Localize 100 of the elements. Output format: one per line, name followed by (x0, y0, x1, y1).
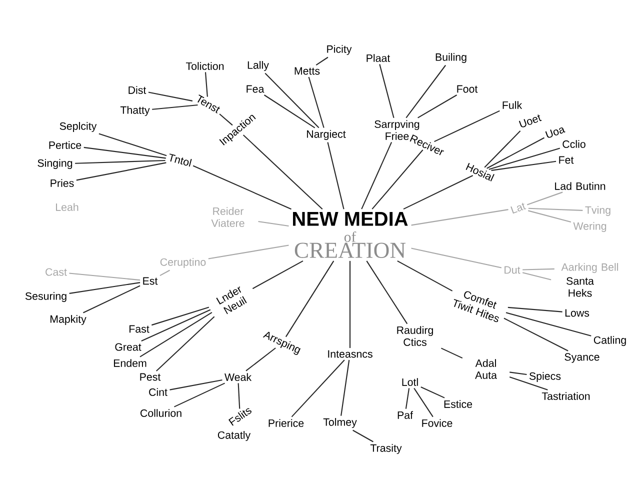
branch-line (84, 146, 166, 159)
branch-line (510, 372, 527, 376)
topic-label: Reider Viatere (211, 207, 244, 227)
branch-line (69, 282, 140, 294)
branch-line (372, 150, 424, 210)
branch-line (75, 160, 166, 164)
central-topic: NEW MEDIA of CREATION (293, 212, 408, 258)
topic-label: Endem (114, 359, 146, 367)
topic-label: Thatty (120, 106, 150, 116)
branch-line (486, 137, 545, 169)
topic-label: Uoa (545, 128, 566, 138)
topic-label: Fea (246, 85, 264, 93)
branch-line (152, 104, 198, 110)
branch-line (208, 244, 289, 260)
branch-line (69, 272, 140, 281)
branch-line (170, 379, 222, 390)
topic-label: Tntol (169, 154, 192, 167)
topic-label: Dut (504, 266, 520, 274)
topic-label: Pest (140, 373, 161, 381)
topic-label: Fovice (422, 419, 452, 427)
topic-label: Inteasncs (328, 350, 372, 358)
topic-label: Cclio (562, 140, 586, 148)
branch-line (327, 142, 344, 210)
topic-label: Adal Auta (475, 359, 497, 379)
branch-line (219, 114, 233, 126)
branch-line (406, 64, 446, 118)
topic-label: Great (115, 343, 142, 351)
branch-line (141, 309, 211, 342)
branch-line (156, 316, 215, 372)
branch-line (192, 165, 292, 210)
branch-line (291, 360, 345, 418)
branch-line (504, 318, 568, 352)
topic-label: Seplcity (60, 122, 97, 132)
branch-line (285, 260, 334, 338)
topic-label: Syance (564, 353, 600, 363)
branch-line (434, 110, 500, 142)
branch-line (522, 268, 554, 270)
branch-line (484, 130, 521, 168)
topic-label: Paf (398, 411, 413, 419)
branch-line (488, 148, 560, 170)
topic-label: Pertice (49, 141, 82, 149)
branch-line (316, 56, 328, 66)
branch-line (148, 92, 193, 102)
branch-line (308, 76, 324, 128)
branch-line (420, 386, 445, 398)
topic-label: Santa Heks (566, 277, 594, 297)
topic-label: Lally (248, 61, 269, 71)
topic-label: Nargiect (307, 130, 346, 140)
topic-label: Toliction (186, 62, 224, 70)
branch-line (509, 376, 548, 390)
topic-label: Leah (56, 203, 78, 211)
topic-label: Pries (50, 179, 74, 187)
topic-label: Metts (294, 67, 320, 75)
branch-line (83, 285, 140, 314)
branch-line (349, 260, 351, 348)
branch-line (491, 160, 556, 171)
topic-label: Fet (559, 156, 574, 164)
branch-line (151, 306, 210, 326)
topic-label: Lad Butinn (555, 182, 606, 190)
branch-line (508, 306, 562, 312)
branch-line (340, 360, 350, 416)
topic-label: Prierice (268, 419, 304, 427)
topic-label: Aarking Bell (561, 263, 618, 273)
branch-line (414, 388, 434, 418)
topic-label: Spiecs (529, 372, 561, 382)
topic-label: Lotl (402, 378, 418, 386)
branch-line (258, 220, 289, 226)
branch-line (418, 94, 458, 118)
topic-label: Trasity (370, 444, 402, 454)
topic-label: Fslits (228, 408, 252, 426)
topic-label: Tastriation (542, 392, 590, 400)
topic-label: Collurion (140, 409, 182, 417)
topic-label: Cast (46, 268, 67, 276)
topic-label: Fulk (502, 101, 522, 109)
branch-line (252, 260, 304, 290)
branch-line (379, 64, 394, 118)
topic-label: Raudirg Ctics (397, 326, 433, 346)
topic-label: Mapkity (50, 315, 86, 325)
branch-line (522, 272, 552, 280)
topic-label: Est (143, 277, 158, 285)
topic-label: Catatly (218, 431, 251, 441)
topic-label: Comfet Tiwit Hites (454, 291, 499, 322)
branch-line (264, 94, 316, 128)
topic-label: Picity (327, 45, 352, 55)
topic-label: Plaat (366, 54, 390, 62)
topic-label: Cint (149, 388, 168, 396)
topic-label: Lnder Neuil (216, 286, 247, 314)
branch-line (397, 260, 453, 292)
branch-line (440, 348, 463, 359)
topic-label: Estice (444, 400, 472, 408)
topic-label: Tving (585, 206, 610, 216)
topic-label: Catling (594, 336, 626, 346)
topic-label: Fast (130, 325, 150, 333)
branch-line (246, 348, 276, 372)
branch-line (98, 133, 167, 156)
branch-line (242, 134, 323, 210)
branch-line (366, 260, 408, 324)
branch-line (528, 210, 572, 222)
branch-line (403, 175, 474, 210)
branch-line (352, 430, 374, 442)
